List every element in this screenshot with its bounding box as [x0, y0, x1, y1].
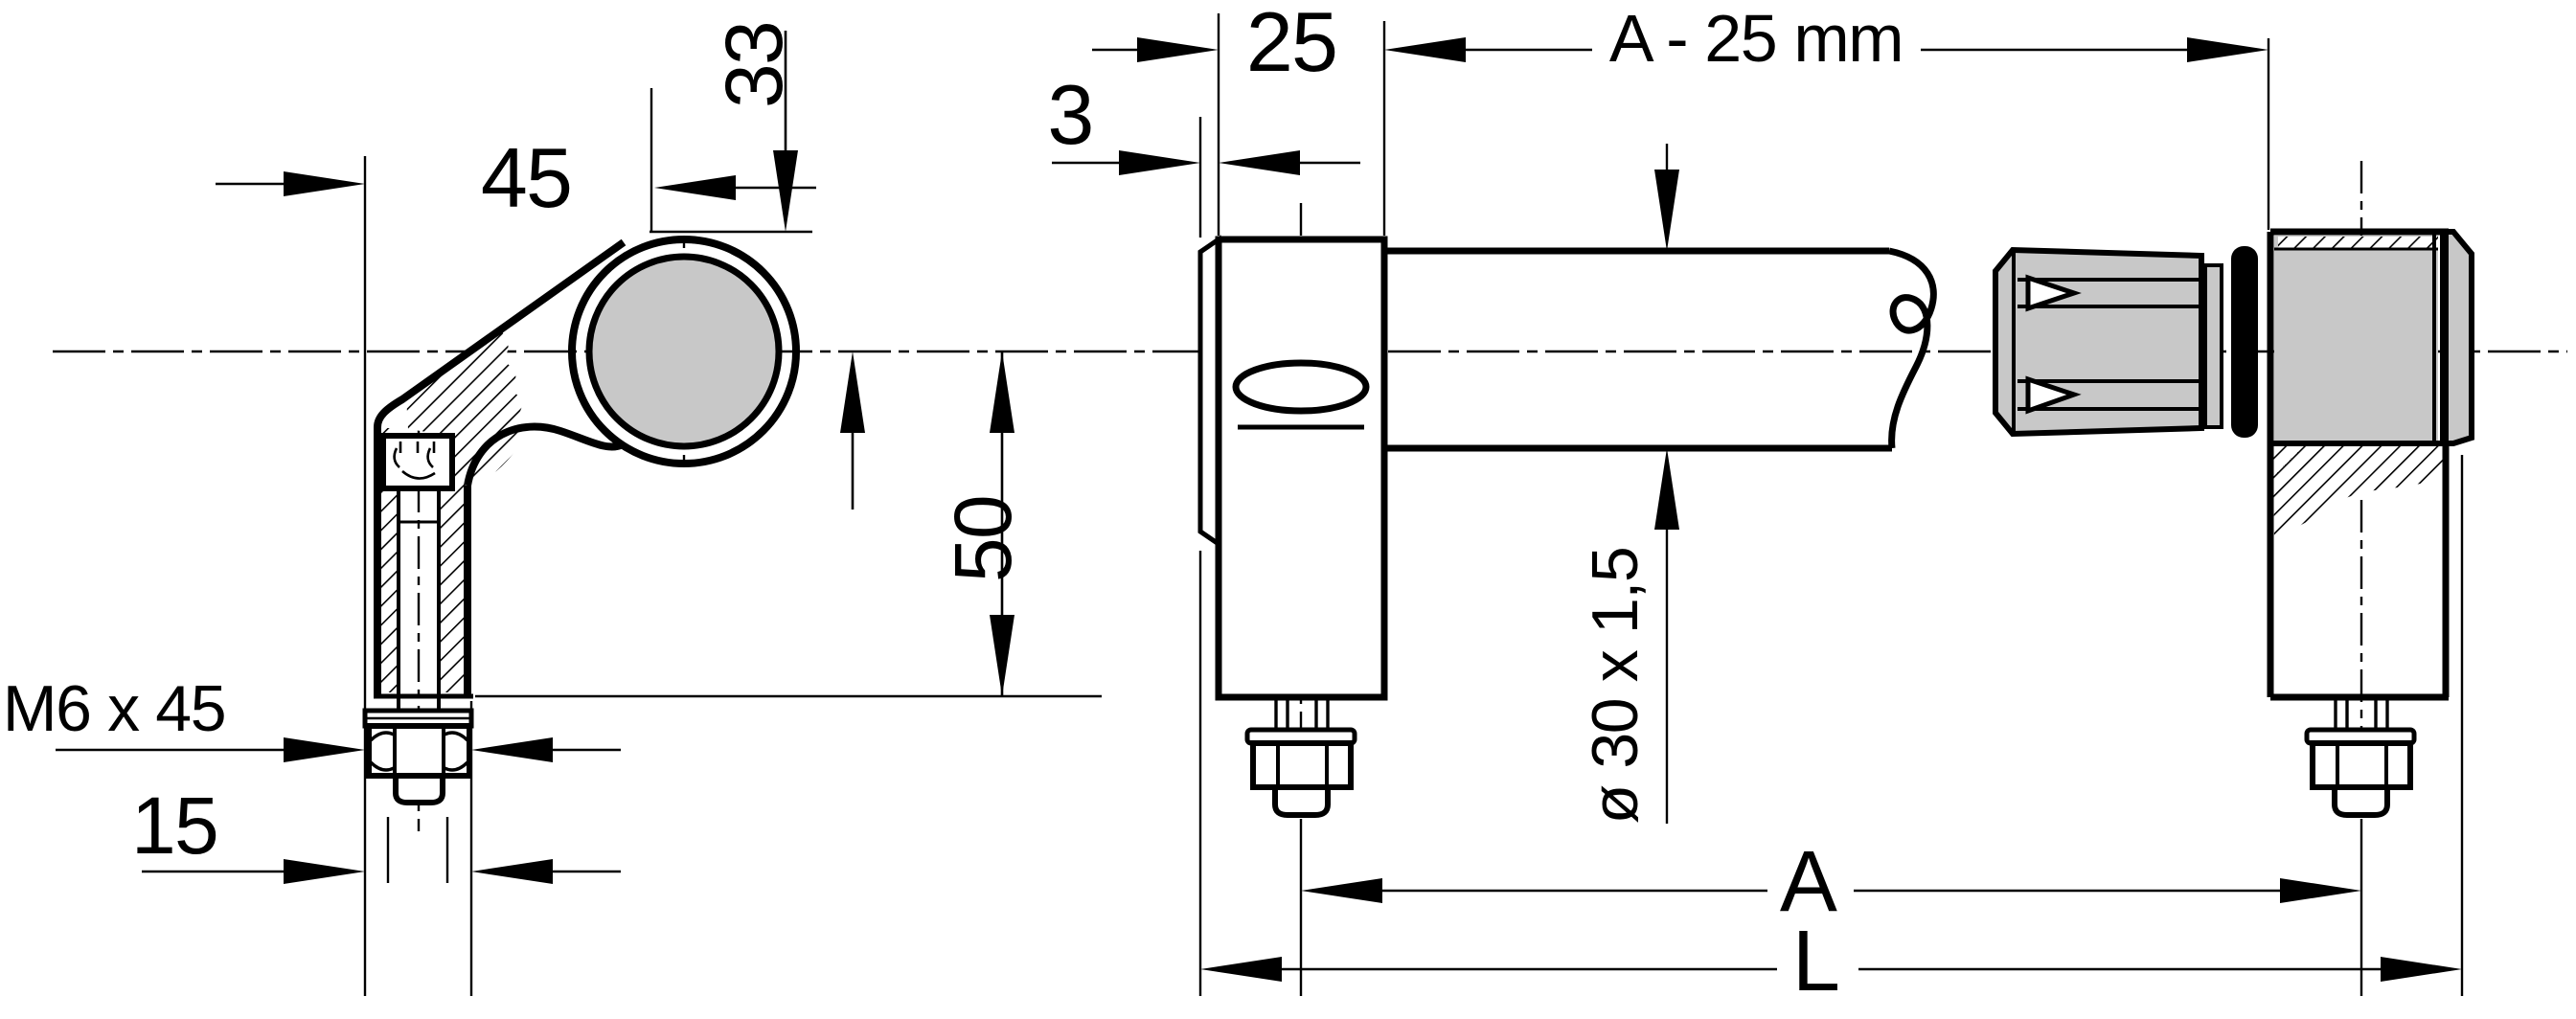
broken-out-section [2273, 446, 2443, 542]
dim-a-minus-25-label: A - 25 mm [1608, 1, 1904, 76]
connector-fastener [2304, 697, 2417, 818]
arm-outline [374, 238, 627, 699]
right-view-assembly [1197, 228, 2474, 818]
tube [1384, 247, 1937, 452]
stud-end [393, 773, 445, 805]
dim-45-label: 45 [480, 130, 573, 225]
dim-L-label: L [1791, 914, 1840, 1009]
clamp-fastener [1244, 697, 1357, 818]
bolt-shank [397, 488, 441, 711]
tube-break-line [1888, 247, 1937, 449]
dim-tube-diameter-label: ø 30 x 1,5 [1579, 547, 1652, 825]
knurl-groove-mark [2025, 375, 2082, 415]
dim-A-label: A [1779, 834, 1837, 930]
clamp-block [1197, 235, 1388, 701]
knurl-groove-mark [2025, 274, 2082, 312]
dim-m6x45-label: M6 x 45 [2, 672, 227, 745]
tube-cross-section [585, 253, 783, 450]
dim-33-label: 33 [709, 21, 799, 109]
dim-3-label: 3 [1047, 67, 1094, 162]
dim-50-label: 50 [938, 495, 1028, 583]
connector-neck [2203, 263, 2223, 429]
threaded-bushing [380, 433, 455, 491]
connector-end-cap [2443, 229, 2474, 446]
left-view-handle-leg [362, 236, 800, 805]
dim-15-label: 15 [130, 781, 219, 871]
clamp-recess-ellipse [1232, 359, 1370, 415]
o-ring [2231, 246, 2258, 438]
extension-lines [363, 13, 2464, 996]
handle-eye-outline [568, 236, 800, 467]
dimension-lines [56, 31, 2462, 982]
section-hatching [379, 329, 526, 692]
dim-25-label: 25 [1245, 0, 1338, 89]
connector-block [2267, 228, 2474, 701]
knurled-nut [1993, 246, 2204, 438]
hex-nut [366, 723, 472, 779]
